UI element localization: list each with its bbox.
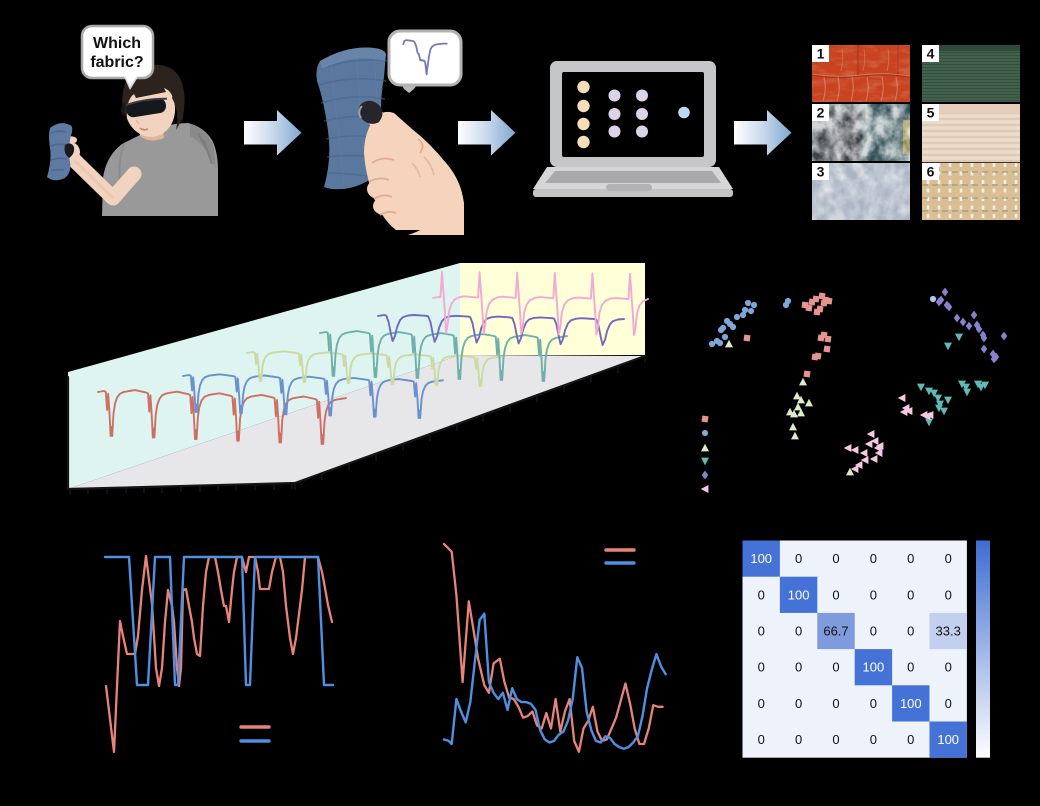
svg-text:33.3: 33.3	[936, 624, 961, 639]
svg-text:66.7: 66.7	[823, 624, 848, 639]
svg-text:0: 0	[758, 732, 765, 747]
svg-text:0: 0	[870, 551, 877, 566]
svg-text:0: 0	[832, 551, 839, 566]
svg-text:0: 0	[945, 660, 952, 675]
svg-text:2: 2	[817, 105, 825, 121]
svg-text:6: 6	[927, 164, 935, 180]
svg-text:0: 0	[795, 660, 802, 675]
svg-text:0: 0	[832, 660, 839, 675]
svg-text:0: 0	[907, 624, 914, 639]
svg-text:5: 5	[927, 105, 935, 121]
svg-text:100: 100	[863, 660, 885, 675]
svg-text:0: 0	[795, 696, 802, 711]
svg-text:100: 100	[900, 696, 922, 711]
svg-text:0: 0	[870, 624, 877, 639]
svg-text:4: 4	[927, 46, 935, 62]
svg-text:0: 0	[795, 551, 802, 566]
svg-text:Which: Which	[93, 35, 141, 52]
svg-text:0: 0	[758, 624, 765, 639]
svg-text:0: 0	[832, 732, 839, 747]
svg-text:0: 0	[907, 551, 914, 566]
svg-text:0: 0	[832, 587, 839, 602]
svg-text:0: 0	[907, 732, 914, 747]
svg-text:0: 0	[870, 732, 877, 747]
svg-text:0: 0	[795, 624, 802, 639]
svg-text:fabric?: fabric?	[90, 54, 143, 71]
svg-text:0: 0	[870, 587, 877, 602]
svg-text:3: 3	[817, 164, 825, 180]
svg-text:0: 0	[758, 587, 765, 602]
svg-text:1: 1	[817, 46, 825, 62]
svg-text:0: 0	[795, 732, 802, 747]
svg-text:0: 0	[907, 587, 914, 602]
svg-text:0: 0	[945, 587, 952, 602]
svg-text:0: 0	[758, 696, 765, 711]
svg-text:0: 0	[832, 696, 839, 711]
svg-text:0: 0	[758, 660, 765, 675]
svg-text:0: 0	[945, 551, 952, 566]
svg-text:100: 100	[750, 551, 772, 566]
svg-text:0: 0	[907, 660, 914, 675]
svg-text:0: 0	[870, 696, 877, 711]
svg-text:100: 100	[937, 732, 959, 747]
svg-text:0: 0	[945, 696, 952, 711]
svg-text:100: 100	[788, 587, 810, 602]
